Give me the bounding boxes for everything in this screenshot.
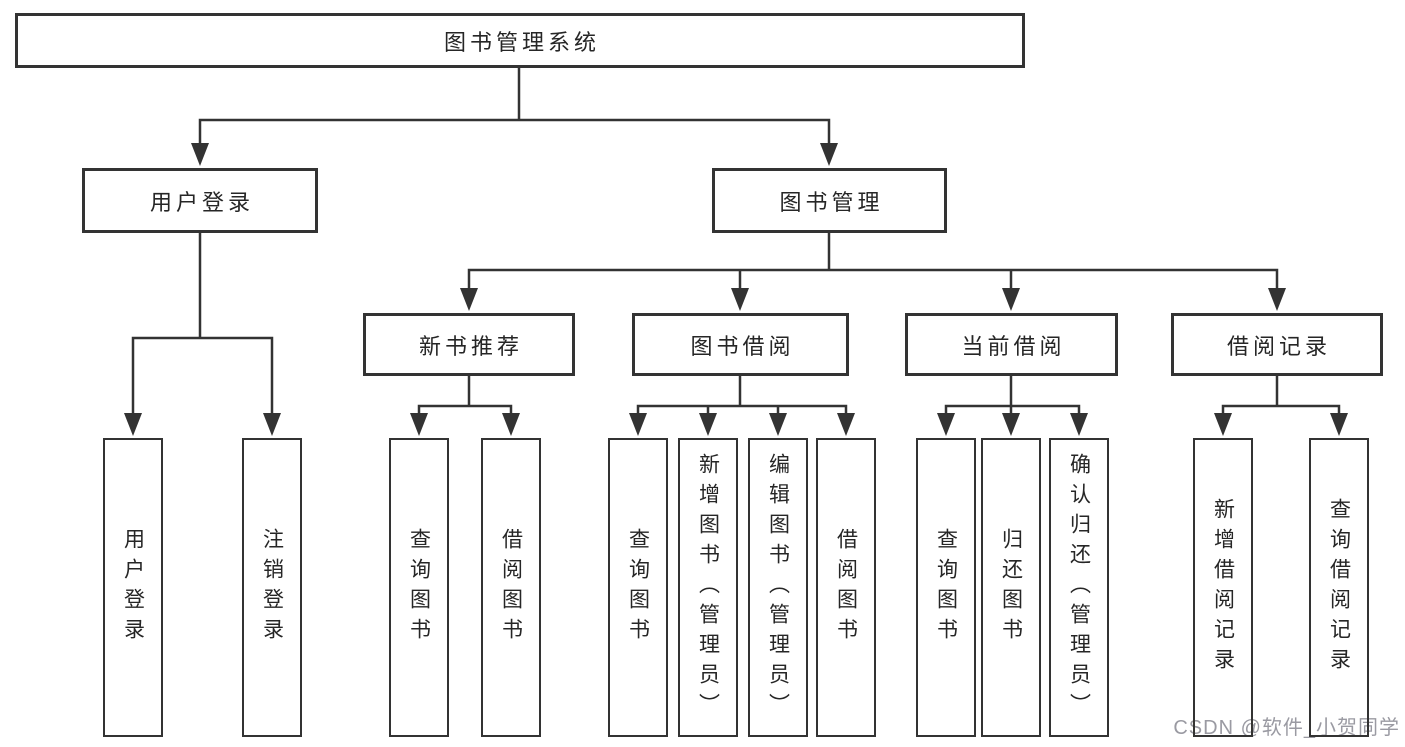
node-label: 当前借阅 xyxy=(961,333,1066,359)
node-label: 查询借阅记录 xyxy=(1327,497,1351,678)
arrowhead xyxy=(769,413,787,436)
connector-new-book-group xyxy=(417,374,513,417)
node-user-login: 用户登录 xyxy=(82,168,318,233)
node-label: 借阅图书 xyxy=(499,527,523,648)
node-borrow-records: 借阅记录 xyxy=(1171,313,1383,376)
arrowhead xyxy=(629,413,647,436)
arrowhead xyxy=(1268,288,1286,311)
node-label: 注销登录 xyxy=(260,527,284,648)
node-label: 新增借阅记录 xyxy=(1211,497,1235,678)
node-label: 图书借阅 xyxy=(690,333,795,359)
leaf-edit-book-admin: 编辑图书（管理员） xyxy=(748,438,808,737)
node-label: 查询图书 xyxy=(407,527,431,648)
leaf-query-books-recommend: 查询图书 xyxy=(389,438,449,737)
arrowhead xyxy=(124,413,142,436)
arrowhead xyxy=(460,288,478,311)
node-label: 借阅图书 xyxy=(834,527,858,648)
connector-user-login-branch xyxy=(131,231,274,417)
node-label: 确认归还（管理员） xyxy=(1067,452,1091,723)
connector-book-management-branch xyxy=(467,230,1279,292)
node-label: 用户登录 xyxy=(149,189,254,215)
leaf-query-books-current: 查询图书 xyxy=(916,438,976,737)
node-label: 新书推荐 xyxy=(418,333,523,359)
connector-borrow-record-group xyxy=(1221,374,1341,417)
leaf-query-borrow-record: 查询借阅记录 xyxy=(1309,438,1369,737)
arrowhead xyxy=(1002,413,1020,436)
leaf-return-book: 归还图书 xyxy=(981,438,1041,737)
node-label: 归还图书 xyxy=(999,527,1023,648)
arrowhead xyxy=(1002,288,1020,311)
node-book-management: 图书管理 xyxy=(712,168,947,233)
arrowhead xyxy=(410,413,428,436)
node-book-borrow: 图书借阅 xyxy=(632,313,849,376)
node-label: 图书管理 xyxy=(779,189,884,215)
node-label: 用户登录 xyxy=(121,527,145,648)
arrowhead xyxy=(502,413,520,436)
leaf-borrow-books: 借阅图书 xyxy=(816,438,876,737)
leaf-user-login: 用户登录 xyxy=(103,438,163,737)
arrowhead xyxy=(1214,413,1232,436)
arrowhead xyxy=(1070,413,1088,436)
arrowhead xyxy=(820,143,838,166)
connector-root xyxy=(198,66,831,148)
leaf-borrow-books-recommend: 借阅图书 xyxy=(481,438,541,737)
connector-book-borrow-group xyxy=(636,374,848,417)
leaf-add-book-admin: 新增图书（管理员） xyxy=(678,438,738,737)
node-current-borrow: 当前借阅 xyxy=(905,313,1118,376)
arrowhead xyxy=(191,143,209,166)
node-label: 编辑图书（管理员） xyxy=(766,452,790,723)
arrowhead xyxy=(699,413,717,436)
arrowhead xyxy=(731,288,749,311)
leaf-logout: 注销登录 xyxy=(242,438,302,737)
leaf-confirm-return-admin: 确认归还（管理员） xyxy=(1049,438,1109,737)
node-root: 图书管理系统 xyxy=(15,13,1025,68)
leaf-add-borrow-record: 新增借阅记录 xyxy=(1193,438,1253,737)
watermark-text: CSDN @软件_小贺同学 xyxy=(1173,717,1400,739)
node-new-book-recommend: 新书推荐 xyxy=(363,313,575,376)
arrowhead xyxy=(937,413,955,436)
node-label: 查询图书 xyxy=(626,527,650,648)
arrowhead xyxy=(263,413,281,436)
arrowhead xyxy=(837,413,855,436)
node-label: 新增图书（管理员） xyxy=(696,452,720,723)
connector-current-borrow-group xyxy=(944,374,1081,417)
leaf-query-books-borrow: 查询图书 xyxy=(608,438,668,737)
node-label: 借阅记录 xyxy=(1226,333,1331,359)
node-label: 图书管理系统 xyxy=(443,29,600,55)
node-label: 查询图书 xyxy=(934,527,958,648)
arrowhead xyxy=(1330,413,1348,436)
